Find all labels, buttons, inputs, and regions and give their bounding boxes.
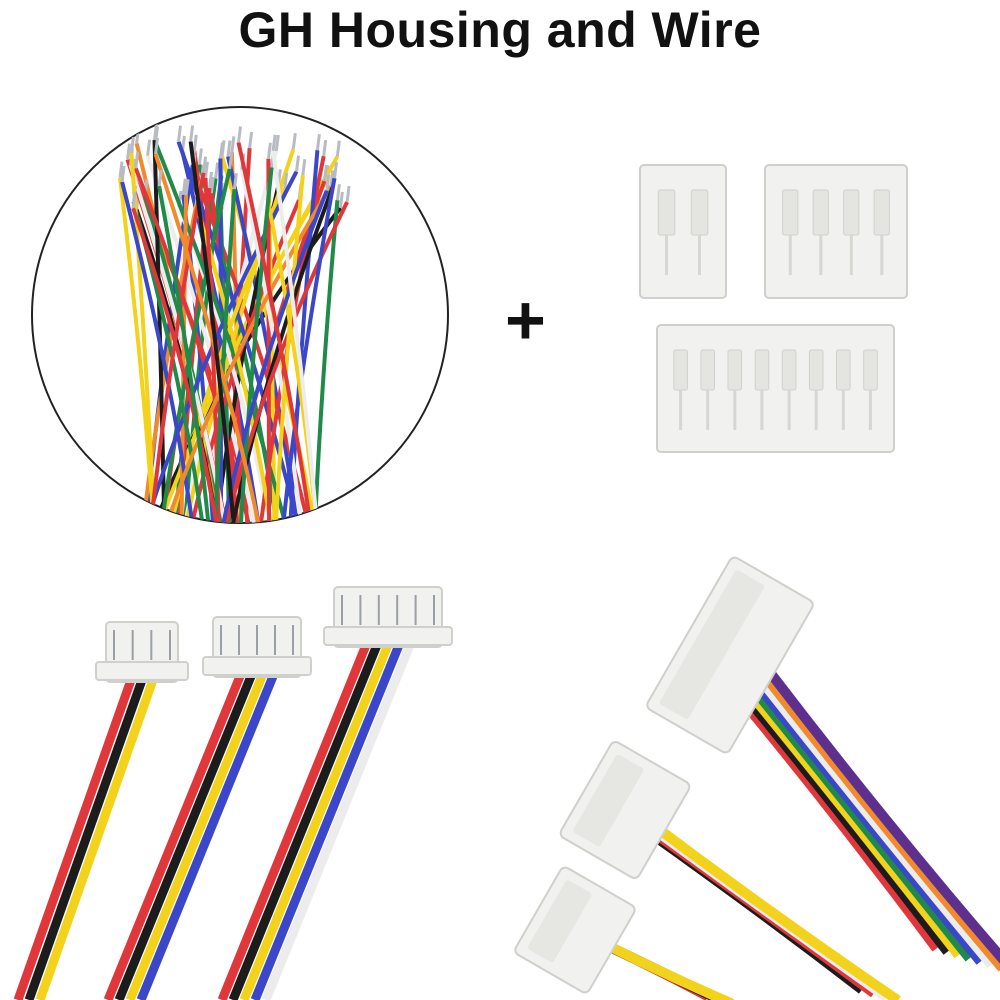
wire-bundle — [118, 123, 351, 523]
housing-2pin — [639, 164, 727, 299]
cable-8pin-right — [646, 556, 1000, 972]
wire-bundle-circle — [31, 106, 449, 524]
cable-4pin-right — [559, 741, 901, 1000]
page-title: GH Housing and Wire — [238, 2, 762, 58]
cable-4pin-left — [13, 621, 189, 1000]
housing-8pin — [656, 324, 895, 453]
cable-6pin-left — [217, 586, 453, 1000]
plus-sign: + — [505, 281, 546, 359]
cable-5pin-left — [103, 616, 312, 1000]
housing-4pin — [764, 164, 908, 299]
cable-3pin-right — [514, 866, 734, 1000]
